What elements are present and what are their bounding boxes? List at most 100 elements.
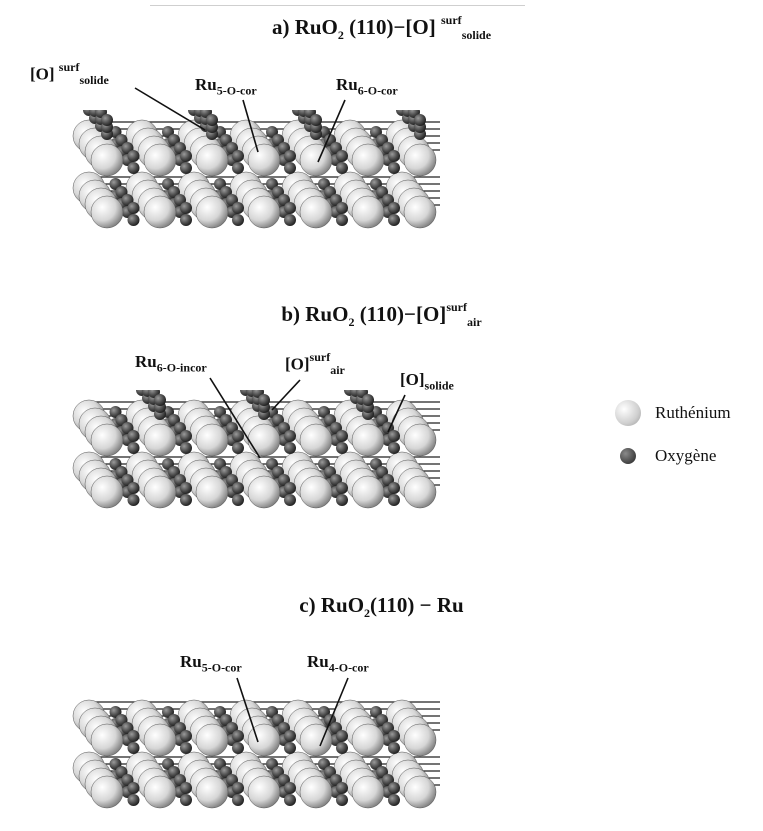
panel-c-title: c) RuO2(110) − Ru bbox=[299, 593, 464, 621]
oxygen-atom bbox=[388, 730, 400, 742]
oxygen-atom bbox=[336, 742, 348, 754]
ruthenium-atom bbox=[351, 775, 385, 809]
oxygen-atom bbox=[336, 430, 348, 442]
ruthenium-atom bbox=[247, 423, 281, 457]
oxygen-atom bbox=[127, 430, 140, 442]
oxygen-atom bbox=[232, 782, 244, 794]
oxygen-atom bbox=[232, 794, 244, 806]
oxygen-atom bbox=[336, 202, 348, 214]
legend-ruthenium-label: Ruthénium bbox=[655, 403, 731, 422]
oxygen-atom bbox=[232, 442, 244, 454]
legend-oxygen-label: Oxygène bbox=[655, 446, 717, 465]
oxygen-atom bbox=[127, 214, 140, 226]
oxygen-atom bbox=[127, 794, 140, 806]
ruthenium-atom bbox=[195, 423, 229, 457]
ruthenium-atom bbox=[403, 423, 437, 457]
oxygen-atom bbox=[284, 214, 296, 226]
oxygen-atom bbox=[180, 482, 192, 494]
oxygen-atom bbox=[180, 150, 192, 162]
ruthenium-atom bbox=[143, 423, 177, 457]
oxygen-atom bbox=[101, 114, 113, 126]
oxygen-atom bbox=[127, 782, 140, 794]
ruthenium-atom bbox=[143, 143, 177, 177]
oxygen-atom bbox=[336, 794, 348, 806]
ruthenium-atom bbox=[90, 143, 124, 177]
ruthenium-sphere-icon bbox=[615, 400, 641, 426]
ruthenium-atom bbox=[195, 775, 229, 809]
oxygen-atom bbox=[127, 162, 140, 174]
oxygen-atom bbox=[284, 162, 296, 174]
panel-a-label-ru5-o-cor: Ru5-O-cor bbox=[195, 75, 257, 98]
panel-c-label-ru4-o-cor: Ru4-O-cor bbox=[307, 652, 369, 675]
oxygen-atom bbox=[180, 202, 192, 214]
oxygen-atom bbox=[127, 150, 140, 162]
ruthenium-atom bbox=[299, 775, 333, 809]
oxygen-atom bbox=[336, 442, 348, 454]
oxygen-atom bbox=[310, 114, 322, 126]
ruthenium-atom bbox=[143, 723, 177, 757]
oxygen-atom bbox=[232, 730, 244, 742]
oxygen-atom bbox=[127, 482, 140, 494]
ruthenium-atom bbox=[403, 195, 437, 229]
panel-a-label-o-surf-solide: [O] surfsolide bbox=[30, 60, 109, 88]
ruthenium-atom bbox=[351, 475, 385, 509]
oxygen-atom bbox=[180, 794, 192, 806]
oxygen-atom bbox=[180, 442, 192, 454]
ruthenium-atom bbox=[299, 143, 333, 177]
legend-ruthenium: Ruthénium bbox=[615, 400, 731, 426]
oxygen-atom bbox=[284, 202, 296, 214]
oxygen-atom bbox=[388, 162, 400, 174]
ruthenium-atom bbox=[195, 475, 229, 509]
oxygen-atom bbox=[284, 730, 296, 742]
oxygen-atom bbox=[154, 394, 166, 406]
oxygen-atom bbox=[180, 730, 192, 742]
oxygen-atom bbox=[232, 482, 244, 494]
oxygen-atom bbox=[258, 394, 270, 406]
oxygen-atom bbox=[180, 782, 192, 794]
oxygen-atom bbox=[232, 742, 244, 754]
panel-a-title: a) RuO2 (110)−[O] surfsolide bbox=[271, 13, 492, 43]
panel-b-label-o-surf-air: [O]surfair bbox=[285, 350, 345, 378]
panel-b-title: b) RuO2 (110)−[O]surfair bbox=[281, 300, 482, 330]
oxygen-atom bbox=[180, 742, 192, 754]
panel-a-structure bbox=[72, 110, 440, 229]
oxygen-atom bbox=[388, 794, 400, 806]
panel-b-label-o-solide: [O]solide bbox=[400, 370, 454, 393]
oxygen-atom bbox=[336, 214, 348, 226]
oxygen-atom bbox=[336, 150, 348, 162]
oxygen-atom bbox=[414, 114, 426, 126]
oxygen-atom bbox=[388, 430, 400, 442]
oxygen-atom bbox=[232, 430, 244, 442]
ruthenium-atom bbox=[403, 143, 437, 177]
oxygen-atom bbox=[127, 494, 140, 506]
oxygen-atom bbox=[284, 150, 296, 162]
ruthenium-atom bbox=[143, 775, 177, 809]
oxygen-atom bbox=[284, 782, 296, 794]
oxygen-atom bbox=[232, 162, 244, 174]
panel-c-structure bbox=[72, 699, 440, 809]
ruthenium-atom bbox=[90, 775, 124, 809]
ruthenium-atom bbox=[90, 723, 124, 757]
oxygen-atom bbox=[284, 430, 296, 442]
oxygen-atom bbox=[388, 494, 400, 506]
oxygen-atom bbox=[127, 730, 140, 742]
ruthenium-atom bbox=[299, 423, 333, 457]
top-border-line bbox=[150, 5, 525, 6]
oxygen-atom bbox=[127, 742, 140, 754]
oxygen-atom bbox=[284, 494, 296, 506]
oxygen-atom bbox=[232, 150, 244, 162]
oxygen-atom bbox=[336, 162, 348, 174]
oxygen-atom bbox=[180, 214, 192, 226]
panel-b-label-ru6-o-incor: Ru6-O-incor bbox=[135, 352, 207, 375]
ruthenium-atom bbox=[195, 723, 229, 757]
panel-a-label-ru6-o-cor: Ru6-O-cor bbox=[336, 75, 398, 98]
oxygen-atom bbox=[284, 742, 296, 754]
ruthenium-atom bbox=[90, 423, 124, 457]
ruthenium-atom bbox=[195, 143, 229, 177]
panel-c-label-ru5-o-cor: Ru5-O-cor bbox=[180, 652, 242, 675]
oxygen-atom bbox=[284, 794, 296, 806]
oxygen-atom bbox=[336, 494, 348, 506]
ruthenium-atom bbox=[299, 195, 333, 229]
ruthenium-atom bbox=[247, 723, 281, 757]
oxygen-atom bbox=[336, 782, 348, 794]
